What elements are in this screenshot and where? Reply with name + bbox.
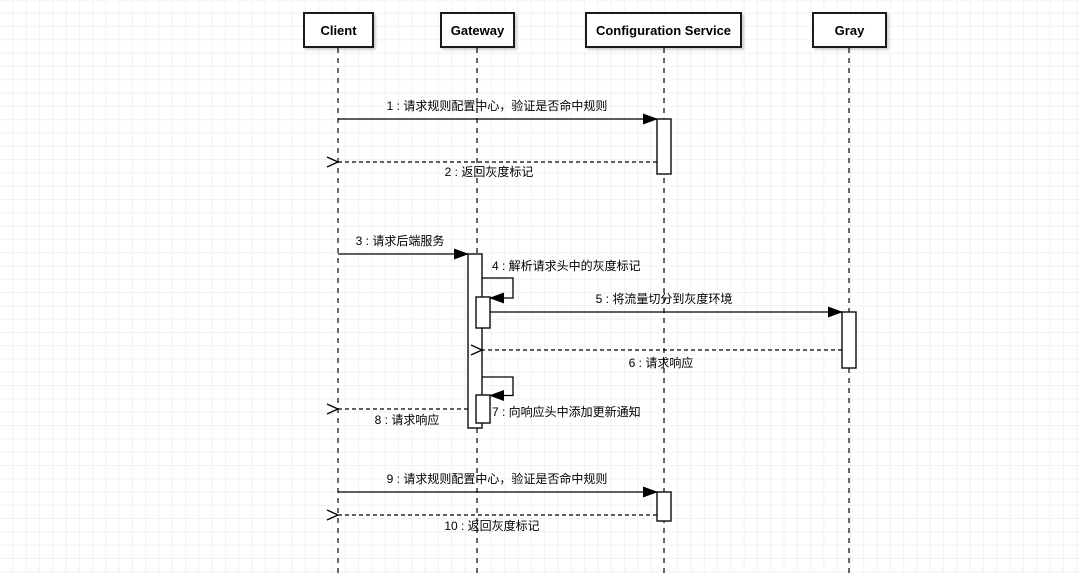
message-1-label[interactable]: 1 : 请求规则配置中心，验证是否命中规则 bbox=[386, 99, 608, 113]
activation-gray[interactable] bbox=[841, 311, 857, 369]
participant-configuration-service[interactable]: Configuration Service bbox=[585, 12, 742, 48]
message-9-label[interactable]: 9 : 请求规则配置中心，验证是否命中规则 bbox=[386, 472, 608, 486]
message-3-label[interactable]: 3 : 请求后端服务 bbox=[355, 234, 445, 248]
activation-gateway-nested-1[interactable] bbox=[475, 296, 491, 329]
message-8-label[interactable]: 8 : 请求响应 bbox=[374, 413, 440, 427]
message-10-label[interactable]: 10 : 返回灰度标记 bbox=[444, 519, 540, 533]
message-7-label[interactable]: 7 : 向响应头中添加更新通知 bbox=[492, 405, 641, 419]
activation-gateway-nested-2[interactable] bbox=[475, 394, 491, 424]
message-2-label[interactable]: 2 : 返回灰度标记 bbox=[444, 165, 534, 179]
activation-config-service-2[interactable] bbox=[656, 491, 672, 522]
participant-gateway[interactable]: Gateway bbox=[440, 12, 515, 48]
activation-config-service-1[interactable] bbox=[656, 118, 672, 175]
message-7-self-arrow[interactable] bbox=[482, 376, 514, 401]
message-4-self-arrow[interactable] bbox=[482, 277, 514, 304]
message-5-label[interactable]: 5 : 将流量切分到灰度环境 bbox=[595, 292, 733, 306]
message-6-label[interactable]: 6 : 请求响应 bbox=[628, 356, 694, 370]
message-4-label[interactable]: 4 : 解析请求头中的灰度标记 bbox=[492, 259, 641, 273]
participant-gray[interactable]: Gray bbox=[812, 12, 887, 48]
participant-client[interactable]: Client bbox=[303, 12, 374, 48]
